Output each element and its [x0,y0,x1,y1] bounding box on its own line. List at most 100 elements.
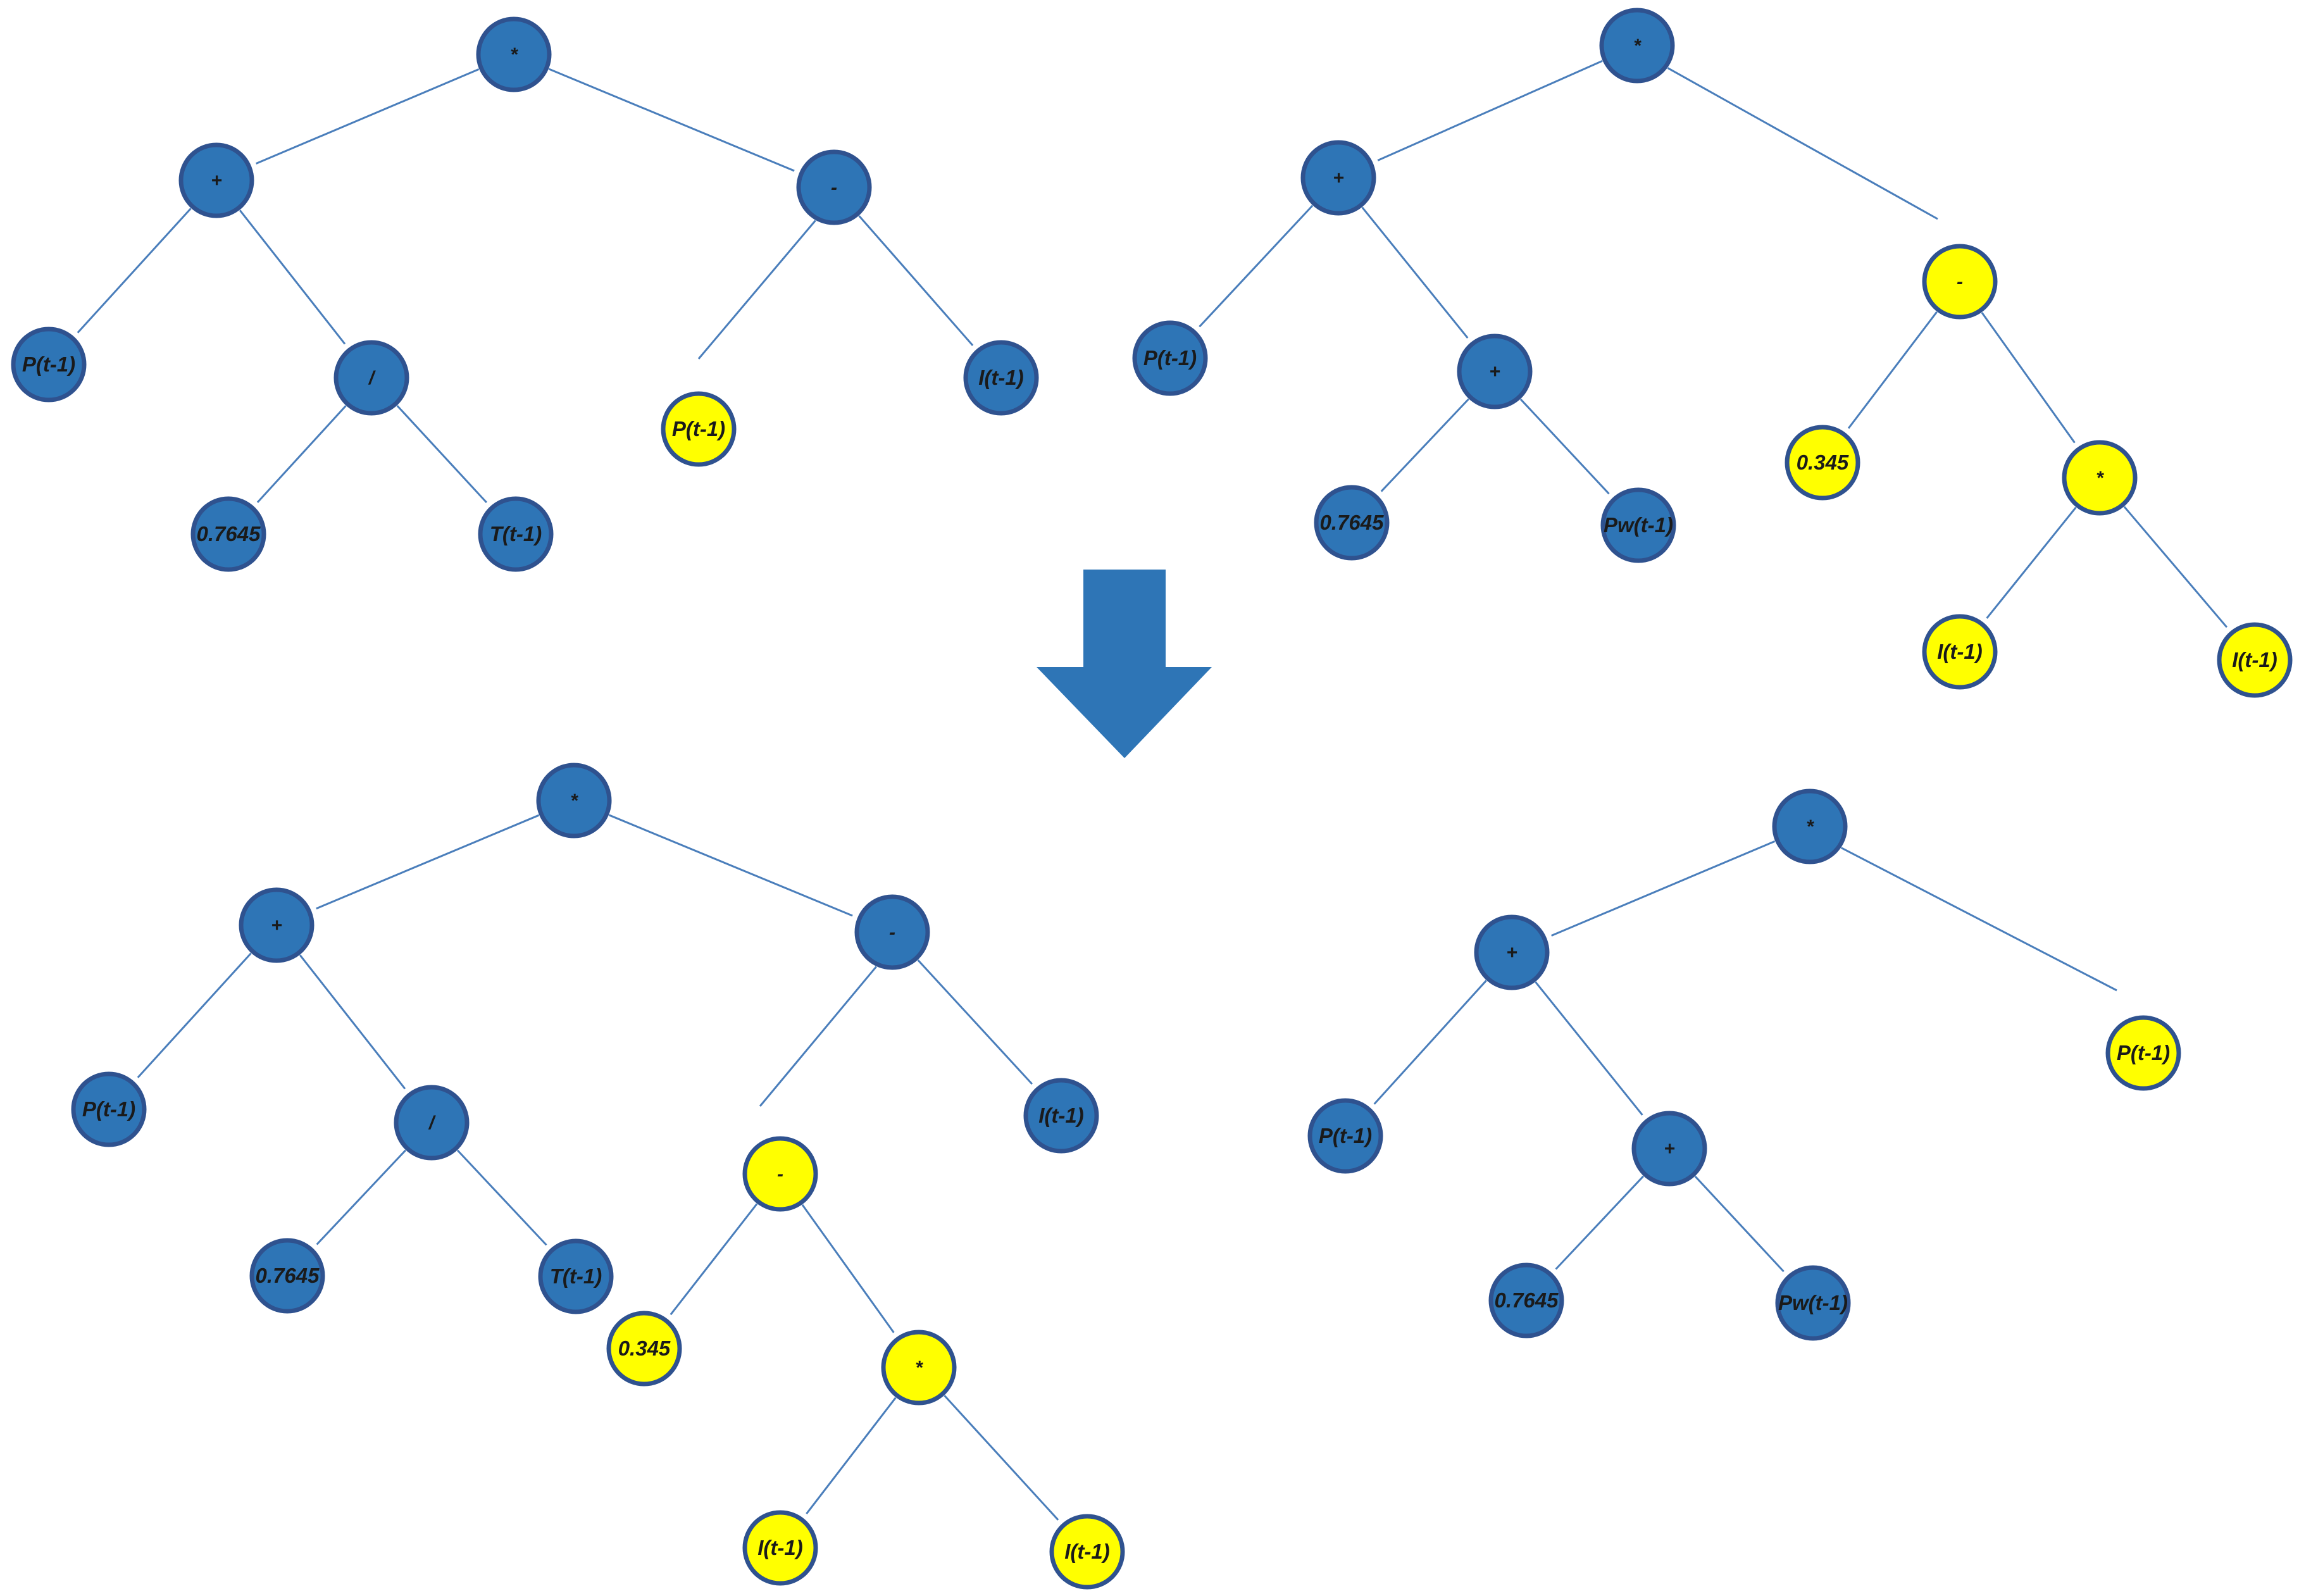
tree-edge [239,209,346,345]
node-label: 0.345 [1797,451,1849,474]
node-circle [854,894,930,970]
node-label: P(t-1) [1143,346,1197,370]
tree-node: 0.7645 [1314,485,1390,561]
highlighted-node-circle [661,391,737,467]
tree-node: 0.7645 [1488,1262,1564,1338]
node-circle [1775,1265,1851,1341]
down-arrow-icon [1037,570,1212,758]
node-circle [333,340,409,416]
tree-node: I(t-1) [2217,622,2293,698]
tree-node: 0.7645 [249,1238,325,1314]
node-circle [1314,485,1390,561]
node-label: I(t-1) [1038,1104,1083,1127]
tree-node: + [178,142,254,218]
tree-node: / [333,340,409,416]
tree-node: P(t-1) [2105,1015,2181,1091]
tree-edge [316,814,540,910]
node-circle [1488,1262,1564,1338]
node-label: - [889,922,895,943]
node-label: 0.345 [618,1337,671,1360]
node-label: T(t-1) [550,1264,602,1288]
tree-edge [1667,67,1938,220]
node-circle [1457,334,1533,409]
tree-edge [944,1395,1059,1521]
highlighted-node-circle [1785,425,1860,501]
tree-edge [1847,311,1938,429]
tree-edge [1981,311,2076,444]
tree-edge [548,68,795,172]
node-circle [1772,789,1848,864]
highlighted-node-circle [742,1510,818,1586]
node-label: * [2096,468,2104,489]
node-circle [249,1238,325,1314]
tree-edge [299,954,406,1090]
node-label: I(t-1) [978,366,1023,389]
node-label: P(t-1) [672,417,725,440]
node-label: + [271,915,282,936]
tree-edge [316,1149,406,1245]
node-label: P(t-1) [22,352,75,376]
tree-node: * [1599,8,1675,84]
highlighted-node-circle [1922,244,1998,320]
node-circle [1474,914,1550,990]
tree-node: * [1772,789,1848,864]
tree-node: P(t-1) [661,391,737,467]
node-label: P(t-1) [2117,1041,2170,1064]
node-circle [1307,1098,1383,1174]
tree-node: + [1631,1111,1707,1187]
highlighted-node-circle [881,1330,957,1406]
node-circle [476,16,552,92]
tree-edge [1551,840,1776,937]
tree-edge [1361,206,1469,339]
node-label: 0.7645 [1495,1288,1559,1312]
node-label: I(t-1) [1937,640,1982,663]
highlighted-node-circle [2105,1015,2181,1091]
tree-edge [1380,398,1469,492]
node-circle [536,763,612,839]
tree-edge [1555,1175,1644,1270]
tree-edge [1840,847,2117,992]
node-label: * [915,1357,923,1378]
highlighted-node-circle [742,1136,818,1212]
tree-node: * [2062,440,2138,516]
node-circle [394,1085,470,1161]
tree-node: I(t-1) [742,1510,818,1586]
tree-node: / [394,1085,470,1161]
highlighted-node-circle [2217,622,2293,698]
node-label: P(t-1) [82,1097,135,1121]
node-label: - [777,1164,783,1185]
node-circle [963,340,1039,416]
tree-edge [801,1204,895,1333]
node-label: I(t-1) [2232,648,2277,671]
tree-node: I(t-1) [963,340,1039,416]
node-circle [239,887,315,963]
highlighted-node-circle [1922,614,1998,690]
node-label: I(t-1) [757,1536,802,1559]
node-label: * [570,790,578,811]
node-circle [1600,487,1676,563]
tree-node: I(t-1) [1023,1078,1099,1154]
tree-node: + [1457,334,1533,409]
node-label: Pw(t-1) [1778,1291,1848,1314]
tree-edge [917,959,1033,1085]
tree-edge [256,405,347,503]
node-label: * [1806,816,1814,837]
tree-node: I(t-1) [1049,1514,1125,1590]
node-circle [538,1238,614,1314]
tree-edge [1373,980,1487,1105]
tree-node: P(t-1) [1132,320,1208,396]
tree-node: P(t-1) [71,1071,147,1147]
node-label: P(t-1) [1319,1124,1372,1147]
tree-node: T(t-1) [538,1238,614,1314]
tree-node: - [796,149,872,225]
tree-edges [77,59,2228,1521]
tree-node: 0.7645 [190,496,266,572]
node-circle [1023,1078,1099,1154]
tree-edge [256,68,480,165]
tree-edge [759,966,877,1107]
node-label: I(t-1) [1064,1540,1109,1563]
tree-node: - [742,1136,818,1212]
node-label: Pw(t-1) [1604,513,1673,537]
